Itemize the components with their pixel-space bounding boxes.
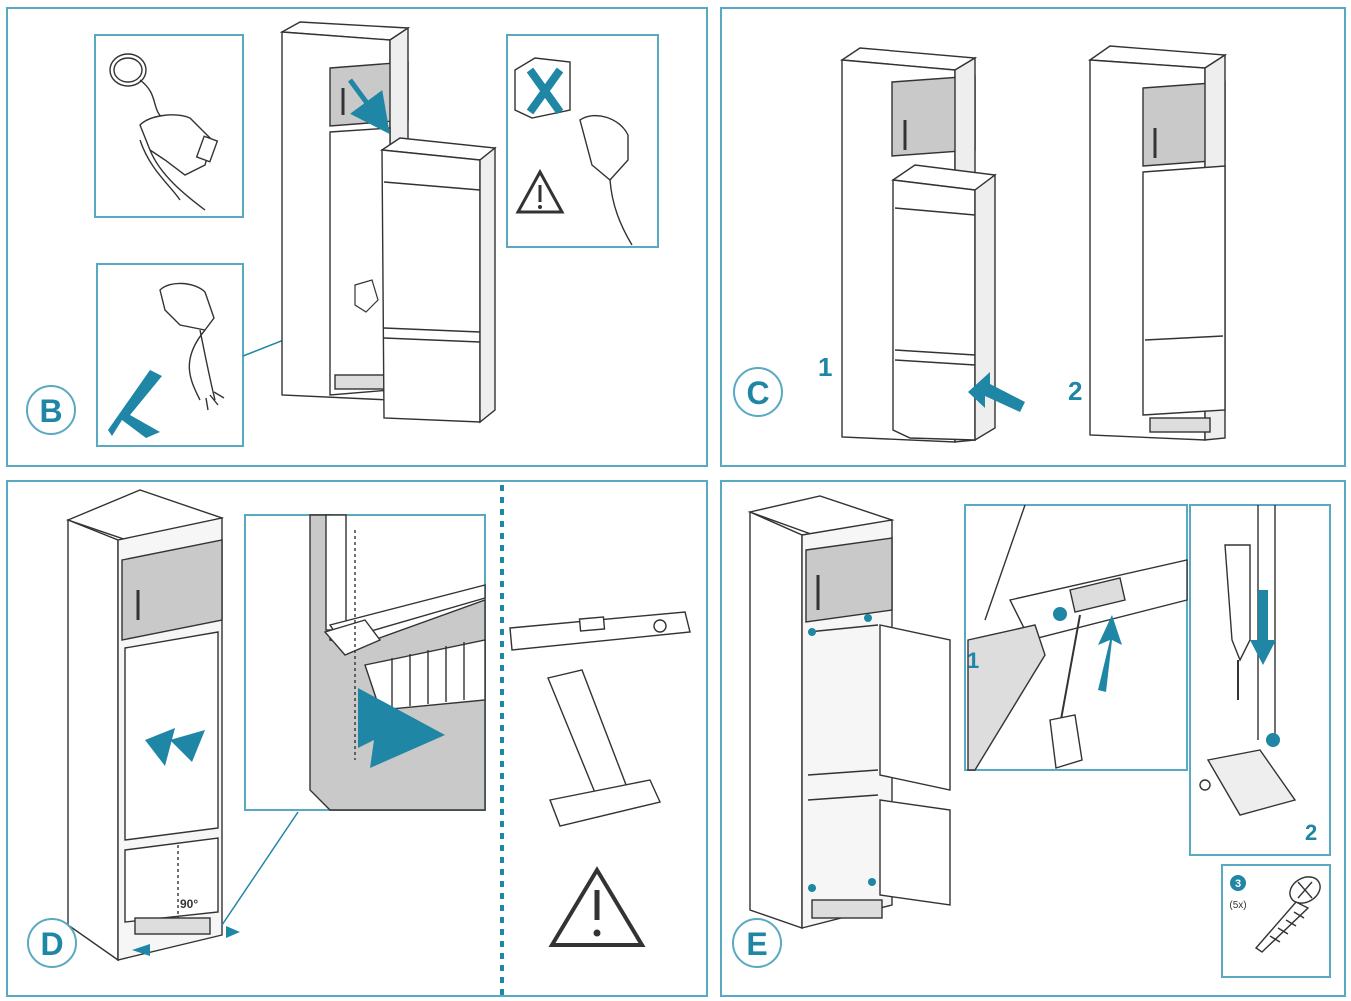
panel-c: 1 2 C (733, 45, 1228, 443)
step-1-label-e: 1 (967, 648, 979, 673)
panel-d-frame (6, 480, 708, 997)
angle-90-label: 90° (180, 897, 198, 911)
zoom-base-detail (309, 514, 486, 811)
step-1-label-c: 1 (818, 352, 832, 382)
level-arrow-right (226, 926, 240, 938)
screwdriver-detail-2 (1199, 505, 1297, 816)
panel-d-label: D (40, 926, 63, 962)
panel-b-label-circle (26, 385, 76, 435)
prohibited-x-icon (108, 370, 162, 438)
panel-b: B (26, 21, 659, 447)
callout-dot-e2 (1266, 733, 1280, 747)
level-arrow-left (132, 944, 150, 956)
hand-in-cabinet-icon (354, 279, 379, 313)
warning-triangle-icon (515, 168, 565, 214)
panel-e: 1 2 3 (5x) E (732, 495, 1331, 978)
step-2-label-c: 2 (1068, 376, 1082, 406)
hinge-markers-e (808, 614, 876, 892)
plug-in-hand-icon (579, 115, 633, 246)
tall-cabinet-d (66, 489, 224, 962)
screw-quantity: (5x) (1229, 900, 1246, 911)
tall-cabinet-e (747, 495, 895, 929)
set-square-icon (547, 669, 661, 827)
callout-dot-e1 (1053, 607, 1067, 621)
panel-c-label-circle (733, 367, 783, 417)
panel-e-frame (720, 480, 1346, 997)
screw-ref-number: 3 (1235, 878, 1241, 890)
spirit-level-icon (509, 611, 691, 651)
double-arrow-d (145, 728, 205, 766)
panel-b-label: B (39, 393, 62, 429)
panel-c-label: C (746, 375, 769, 411)
zoom-right-arrow (358, 688, 445, 768)
wall-socket-icon (514, 57, 571, 119)
panel-e-label-circle (732, 918, 782, 968)
warning-triangle-icon-d (548, 866, 646, 947)
hand-holding-plug-icon (139, 114, 219, 211)
screw-icon (1254, 876, 1321, 953)
panel-b-frame (6, 7, 708, 467)
up-arrow-e1 (1098, 615, 1122, 692)
panel-d: 90° (27, 485, 691, 996)
down-arrow-e2 (1250, 590, 1276, 665)
panel-e-label: E (746, 926, 767, 962)
hinge-detail-1 (967, 504, 1188, 771)
step-2-label-e: 2 (1305, 820, 1317, 845)
panel-c-frame (720, 7, 1346, 467)
damaged-plug-icon (159, 282, 225, 411)
tall-cabinet-c2 (1087, 45, 1228, 441)
screw-ref-dot (1230, 875, 1246, 891)
leader-line-d (221, 811, 299, 926)
panel-d-label-circle (27, 918, 77, 968)
arrow-down-b (347, 78, 390, 135)
open-doors-e (879, 624, 951, 906)
fridge-sliding-in-c1 (891, 164, 997, 442)
push-arrow-c (968, 372, 1025, 412)
fridge-appliance-b (379, 137, 497, 424)
